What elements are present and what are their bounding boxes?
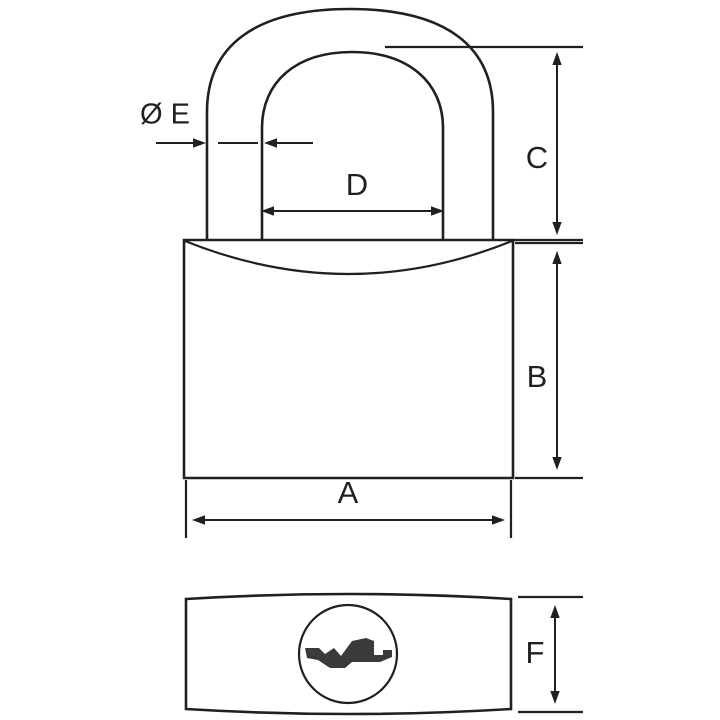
dimension-f-label: F bbox=[526, 635, 545, 670]
bottom-face-outline bbox=[184, 592, 513, 716]
dimension-e-label: Ø E bbox=[140, 99, 190, 131]
dimension-f-arrowhead-bottom bbox=[550, 691, 560, 704]
body-shoulder-curve bbox=[184, 239, 513, 276]
dimension-a-arrowhead-left bbox=[192, 515, 205, 525]
dimension-d-pointer-arrowhead bbox=[264, 138, 277, 148]
dimension-d-group: D bbox=[261, 138, 444, 216]
dimension-d-label: D bbox=[346, 167, 368, 202]
dimension-c-group: C bbox=[385, 45, 583, 242]
dimension-d-arrowhead-right bbox=[431, 206, 444, 216]
dimension-e-arrowhead bbox=[193, 138, 206, 148]
dimension-a-label: A bbox=[338, 475, 359, 510]
dimension-b-arrowhead-bottom bbox=[552, 457, 562, 470]
dimension-a-group: A bbox=[184, 475, 513, 538]
dimension-c-arrowhead-bottom bbox=[552, 222, 562, 235]
dimension-e-group: Ø E bbox=[140, 99, 258, 148]
front-view bbox=[182, 7, 515, 480]
dimension-f-group: F bbox=[518, 595, 583, 714]
dimension-b-label: B bbox=[527, 359, 548, 394]
dimension-c-arrowhead-top bbox=[552, 52, 562, 65]
keyway-profile-icon bbox=[305, 638, 392, 668]
keyway-circle bbox=[297, 603, 399, 705]
shackle-outer-profile bbox=[205, 7, 495, 240]
bottom-view bbox=[184, 592, 513, 716]
dimension-d-arrowhead-left bbox=[261, 206, 274, 216]
dimension-c-label: C bbox=[526, 140, 548, 175]
lock-body-outline bbox=[182, 238, 515, 480]
dimension-b-group: B bbox=[515, 241, 583, 480]
dimension-b-arrowhead-top bbox=[552, 251, 562, 264]
dimension-f-arrowhead-top bbox=[550, 605, 560, 618]
shackle-inner-profile bbox=[260, 50, 445, 240]
dimension-a-arrowhead-right bbox=[492, 515, 505, 525]
